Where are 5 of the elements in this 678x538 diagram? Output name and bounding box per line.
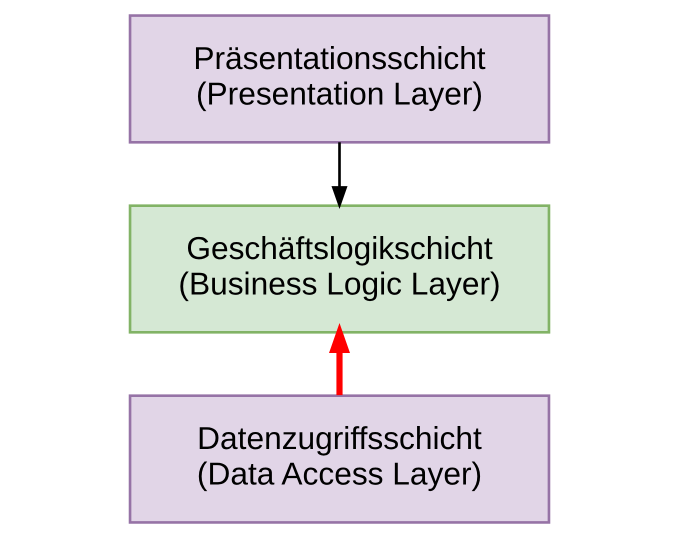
node-box: Präsentationsschicht (Presentation Layer)	[128, 14, 550, 144]
node-box: Datenzugriffsschicht (Data Access Layer)	[128, 394, 550, 524]
node-box: Geschäftslogikschicht (Business Logic Layer)	[128, 204, 550, 334]
arrow	[328, 323, 350, 396]
arrow	[330, 142, 348, 210]
